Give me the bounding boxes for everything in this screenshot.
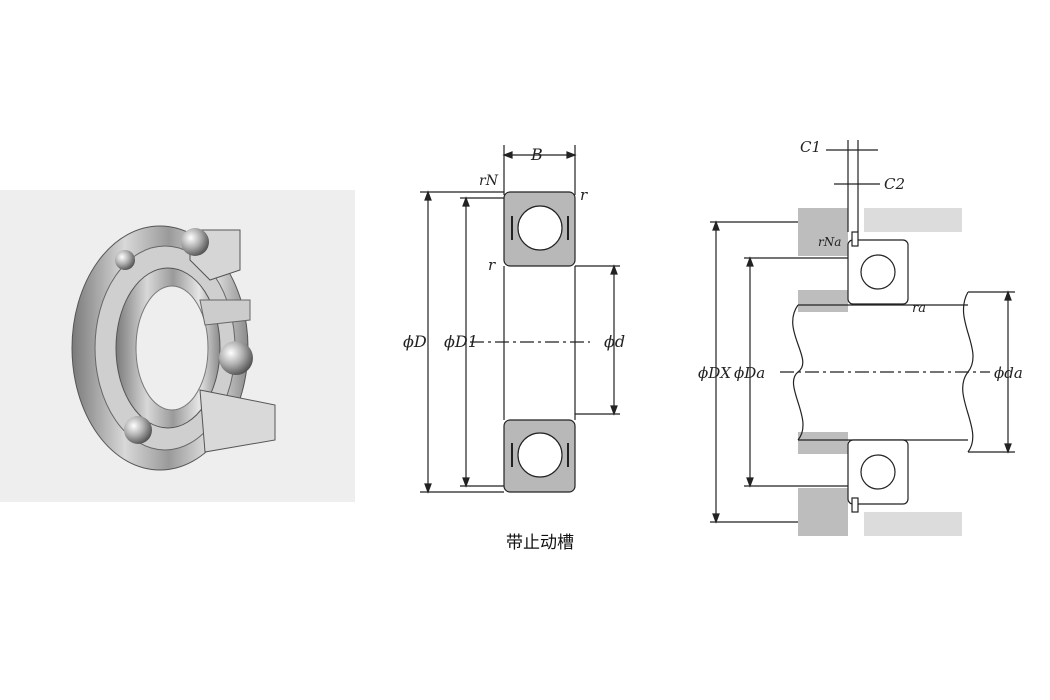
housing-bottom [798,488,848,536]
housing-top [798,208,848,256]
ball-bottom [517,432,563,478]
section-drawing [420,145,620,494]
bearing-photo-panel [0,190,355,502]
label-r-left: r [488,256,496,274]
label-rN: rN [479,173,499,189]
label-ra: ra [912,301,926,316]
label-C2: C2 [884,175,905,193]
label-phiDa: ϕDa [734,364,765,382]
label-r-top: r [580,186,588,204]
mounting-drawing [710,140,1015,536]
label-phida: ϕda [994,364,1023,382]
label-phiD: ϕD [403,332,427,351]
label-C1: C1 [800,138,821,156]
label-phiDX: ϕDX [698,364,732,382]
deep-groove-ball-bearing-cutaway-photo-icon [71,225,276,471]
label-phiD1: ϕD1 [444,332,478,351]
ball-top [517,205,563,251]
section-caption: 带止动槽 [506,533,574,553]
label-B: B [530,145,543,164]
label-rNa: rNa [818,235,841,249]
label-phid: ϕd [604,332,625,351]
